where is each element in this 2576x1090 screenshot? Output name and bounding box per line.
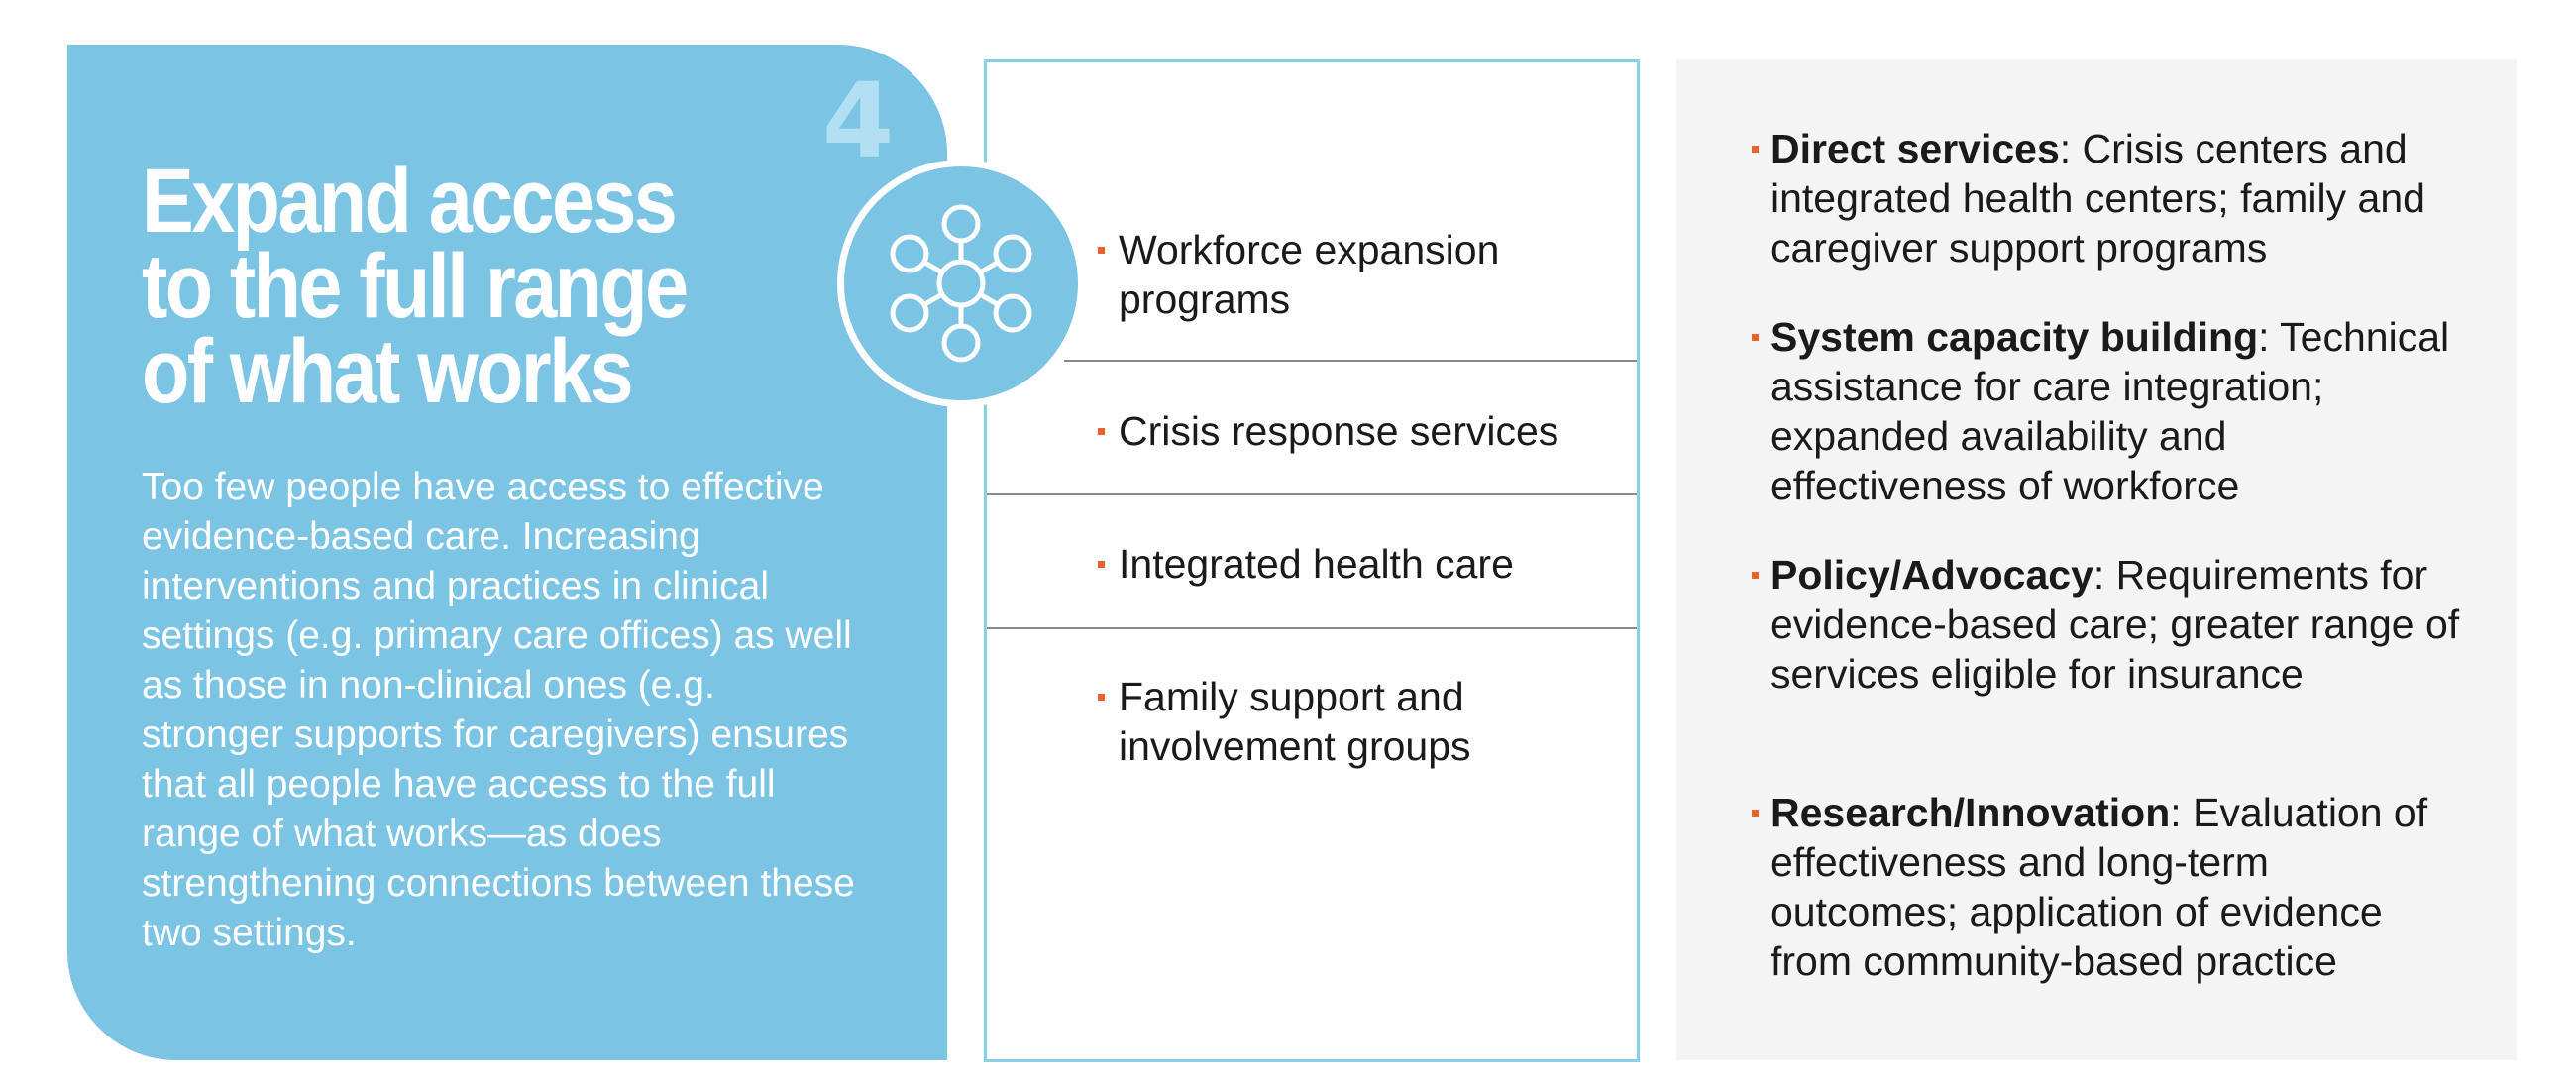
program-label: Family support and involvement groups (1119, 674, 1471, 769)
strategy-item: Policy/Advocacy: Requirements for eviden… (1752, 550, 2465, 699)
strategy-label: Direct services (1771, 126, 2060, 171)
strategy-detail: : Crisis centers and integrated health c… (1771, 126, 2425, 271)
strategy-item: System capacity building: Technical assi… (1752, 312, 2465, 510)
strategies-panel: Direct services: Crisis centers and inte… (1676, 59, 2517, 1060)
program-label: Workforce expansion programs (1119, 227, 1500, 322)
divider (987, 493, 1637, 495)
program-item: Integrated health care (1098, 539, 1633, 589)
bullet-icon (1098, 694, 1105, 701)
program-label: Integrated health care (1119, 541, 1514, 587)
divider (987, 627, 1637, 629)
divider (1064, 360, 1637, 362)
bullet-icon (1098, 561, 1105, 568)
strategy-item: Direct services: Crisis centers and inte… (1752, 124, 2465, 272)
strategy-label: Research/Innovation (1771, 790, 2171, 835)
program-item: Crisis response services (1098, 406, 1633, 456)
strategy-label: Policy/Advocacy (1771, 552, 2093, 598)
bullet-icon (1098, 247, 1105, 254)
panel-description: Too few people have access to effective … (142, 466, 855, 954)
bullet-icon (1752, 572, 1759, 579)
panel-title: Expand access to the full range of what … (142, 151, 689, 422)
bullet-icon (1752, 334, 1759, 341)
strategy-text: Research/Innovation: Evaluation of effec… (1771, 788, 2465, 986)
step-number: 4 (822, 60, 895, 181)
strategy-item: Research/Innovation: Evaluation of effec… (1752, 788, 2465, 986)
strategy-detail: : Technical assistance for care integrat… (1771, 314, 2450, 508)
strategy-detail: : Requirements for evidence-based care; … (1771, 552, 2460, 697)
bullet-icon (1752, 810, 1759, 817)
strategy-text: System capacity building: Technical assi… (1771, 312, 2465, 510)
strategy-text: Policy/Advocacy: Requirements for eviden… (1771, 550, 2465, 699)
program-item: Workforce expansion programs (1098, 225, 1613, 324)
strategy-label: System capacity building (1771, 314, 2259, 360)
strategy-text: Direct services: Crisis centers and inte… (1771, 124, 2465, 272)
summary-panel (67, 45, 947, 1060)
bullet-icon (1098, 428, 1105, 435)
program-item: Family support and involvement groups (1098, 672, 1544, 771)
strategy-detail: : Evaluation of effectiveness and long-t… (1771, 790, 2428, 984)
program-label: Crisis response services (1119, 408, 1559, 454)
network-hub-icon (844, 166, 1078, 400)
programs-box: Workforce expansion programs Crisis resp… (984, 59, 1640, 1062)
bullet-icon (1752, 146, 1759, 153)
